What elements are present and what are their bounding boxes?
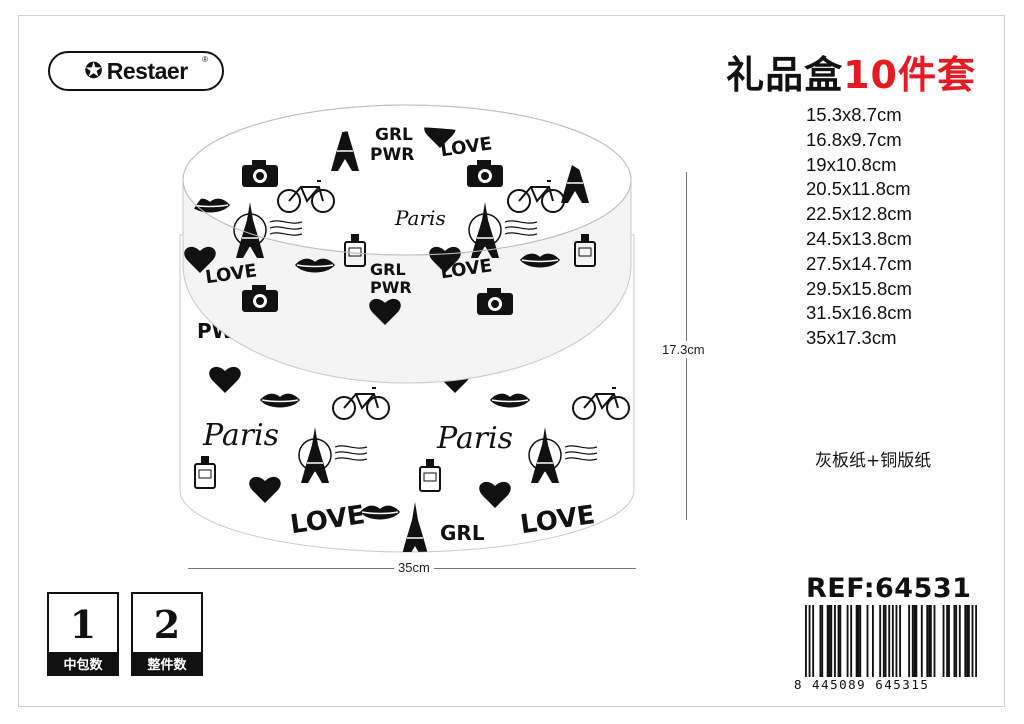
- svg-text:Paris: Paris: [436, 421, 513, 456]
- barcode-bar: [808, 605, 811, 677]
- barcode-bar: [942, 605, 945, 677]
- barcode-bar: [929, 605, 932, 677]
- barcode-bar: [915, 605, 918, 677]
- barcode-bar: [879, 605, 882, 677]
- barcode-bar: [926, 605, 929, 677]
- svg-text:PWR: PWR: [370, 278, 412, 297]
- barcode-bar: [899, 605, 902, 677]
- barcode-bar: [913, 605, 916, 677]
- brand-name: Restaer: [106, 57, 188, 84]
- svg-text:PWR: PWR: [370, 145, 414, 165]
- width-dimension-label: 35cm: [394, 560, 434, 575]
- gift-box-image: Paris Paris LOVE LOVE GRL PWR GRL PWR LO…: [179, 104, 635, 553]
- material-text: 灰板纸+铜版纸: [815, 451, 932, 471]
- height-dimension-label: 17.3cm: [661, 341, 706, 358]
- barcode-bar: [857, 605, 860, 677]
- svg-text:Paris: Paris: [202, 418, 279, 453]
- barcode-bar: [850, 605, 853, 677]
- barcode-bar: [891, 605, 894, 677]
- svg-text:GRL: GRL: [440, 521, 485, 545]
- product-title: 礼品盒10件套: [726, 44, 976, 99]
- inner-pack-label: 中包数: [49, 652, 117, 674]
- barcode-bar: [971, 605, 974, 677]
- svg-text:GRL: GRL: [375, 125, 413, 145]
- size-item: 22.5x12.8cm: [806, 203, 912, 225]
- barcode-bar: [837, 605, 840, 677]
- barcode-bar: [966, 605, 968, 677]
- barcode-bar: [911, 605, 914, 677]
- size-item: 19x10.8cm: [806, 153, 897, 175]
- barcode-bar: [830, 605, 833, 677]
- star-icon: ✪: [84, 58, 103, 83]
- registered-mark: ®: [202, 55, 208, 64]
- size-item: 29.5x15.8cm: [806, 277, 912, 299]
- inner-pack-quantity-box: 1 中包数: [47, 592, 119, 676]
- size-item: 31.5x16.8cm: [806, 302, 912, 324]
- barcode-bar: [975, 605, 977, 677]
- barcode-bar: [828, 605, 831, 677]
- barcode-bar: [948, 605, 950, 677]
- carton-label: 整件数: [133, 652, 201, 674]
- title-accent: 10件套: [843, 53, 976, 97]
- reference-number: REF:64531: [806, 573, 972, 604]
- size-item: 20.5x11.8cm: [806, 178, 911, 200]
- barcode-bar: [871, 605, 874, 677]
- barcode-bar: [928, 605, 930, 677]
- barcode-bar: [846, 605, 849, 677]
- barcode-bar: [826, 605, 829, 677]
- svg-text:Paris: Paris: [394, 206, 446, 230]
- barcode-bar: [895, 605, 898, 677]
- barcode-bar: [953, 605, 956, 677]
- barcode-bar: [920, 605, 923, 677]
- carton-quantity: 2: [153, 601, 181, 647]
- barcode: [805, 605, 977, 677]
- barcode-bar: [833, 605, 836, 677]
- inner-pack-quantity: 1: [69, 601, 97, 647]
- barcode-bar: [908, 605, 911, 677]
- barcode-bar: [888, 605, 891, 677]
- size-item: 16.8x9.7cm: [806, 128, 902, 150]
- size-item: 15.3x8.7cm: [806, 104, 902, 125]
- barcode-bar: [946, 605, 949, 677]
- barcode-bar: [964, 605, 967, 677]
- title-main: 礼品盒: [726, 53, 844, 97]
- barcode-bar: [855, 605, 858, 677]
- size-list: 15.3x8.7cm 16.8x9.7cm 19x10.8cm 20.5x11.…: [806, 103, 912, 351]
- barcode-bar: [819, 605, 822, 677]
- size-item: 35x17.3cm: [806, 327, 897, 349]
- barcode-bar: [933, 605, 936, 677]
- barcode-bar: [812, 605, 815, 677]
- svg-text:GRL: GRL: [370, 260, 406, 279]
- barcode-bar: [958, 605, 961, 677]
- size-item: 24.5x13.8cm: [806, 227, 912, 249]
- barcode-bar: [884, 605, 887, 677]
- barcode-bar: [805, 605, 807, 677]
- barcode-bar: [866, 605, 869, 677]
- barcode-bar: [859, 605, 862, 677]
- barcode-bar: [839, 605, 842, 677]
- carton-quantity-box: 2 整件数: [131, 592, 203, 676]
- size-item: 27.5x14.7cm: [806, 252, 912, 274]
- barcode-bar: [882, 605, 885, 677]
- barcode-bar: [821, 605, 824, 677]
- brand-logo: ✪ Restaer ®: [48, 51, 224, 91]
- barcode-number: 8 445089 645315: [794, 677, 930, 692]
- barcode-bar: [967, 605, 970, 677]
- barcode-bar: [955, 605, 958, 677]
